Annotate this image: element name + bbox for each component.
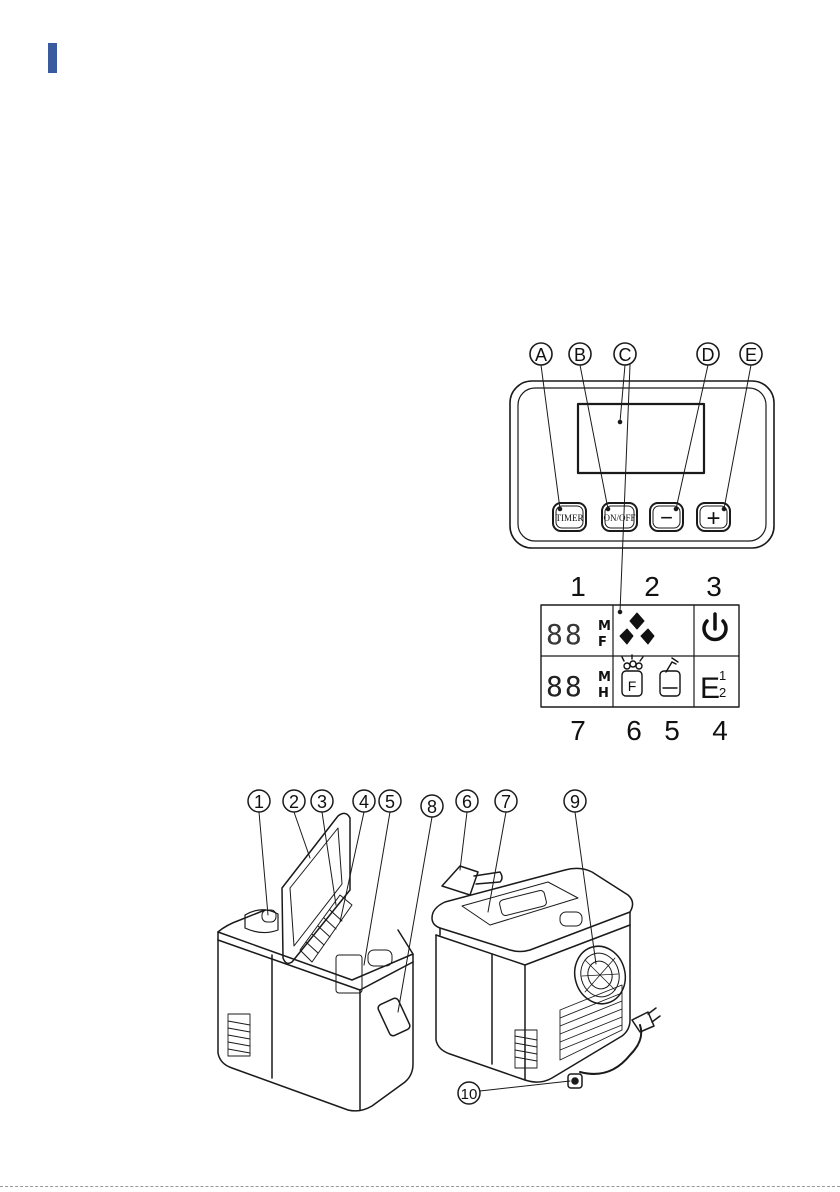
display-number-1: 1 bbox=[570, 571, 586, 602]
display-number-2: 2 bbox=[644, 571, 660, 602]
callout-d: D bbox=[702, 345, 715, 365]
lcd-display: 1 2 3 88 M F 88 M bbox=[541, 571, 739, 746]
left-side-handle bbox=[377, 997, 411, 1037]
callout-1: 1 bbox=[254, 792, 264, 812]
water-reservoir-port bbox=[368, 950, 392, 966]
closed-top-knob bbox=[560, 912, 582, 926]
ice-basket bbox=[336, 955, 362, 993]
callout-c: C bbox=[619, 345, 632, 365]
panel-outer-frame bbox=[510, 381, 774, 548]
plus-button-label: + bbox=[706, 505, 720, 532]
ice-maker-open-view: 1 2 3 4 5 8 bbox=[218, 790, 443, 1111]
unit-m-bottom: M bbox=[598, 670, 611, 685]
display-number-5: 5 bbox=[664, 715, 680, 746]
display-number-6: 6 bbox=[626, 715, 642, 746]
error-code-sub-1: 1 bbox=[719, 668, 726, 683]
error-code-letter: E bbox=[700, 672, 720, 705]
timer-digits: 88 bbox=[546, 618, 584, 651]
callout-3: 3 bbox=[317, 792, 327, 812]
display-number-4: 4 bbox=[712, 715, 728, 746]
closed-lid bbox=[432, 868, 633, 951]
ice-full-letter: F bbox=[628, 678, 637, 694]
left-vent-grille bbox=[228, 1014, 250, 1056]
control-panel: TIMER ON/OFF − + A B C D E bbox=[510, 343, 774, 614]
front-vent-grille bbox=[515, 1030, 537, 1068]
display-number-3: 3 bbox=[706, 571, 722, 602]
callout-8: 8 bbox=[427, 797, 437, 817]
page-bottom-dashed-rule bbox=[0, 1186, 840, 1187]
callout-6: 6 bbox=[462, 792, 472, 812]
ice-maker-closed-view: 6 7 9 10 bbox=[432, 790, 660, 1104]
unit-h: H bbox=[598, 686, 609, 701]
timer-digits-hours: 88 bbox=[546, 670, 584, 703]
open-lid bbox=[282, 813, 350, 963]
add-water-icon bbox=[660, 658, 680, 696]
callout-b: B bbox=[574, 345, 586, 365]
callout-9: 9 bbox=[570, 792, 580, 812]
panel-display-window bbox=[578, 404, 704, 473]
callout-4: 4 bbox=[359, 792, 369, 812]
power-icon bbox=[704, 614, 726, 640]
callout-10: 10 bbox=[461, 1086, 478, 1103]
callout-5: 5 bbox=[385, 792, 395, 812]
callout-7: 7 bbox=[501, 792, 511, 812]
right-vent-grille bbox=[560, 985, 622, 1060]
ice-cubes-icon bbox=[620, 613, 654, 644]
error-code-sub-2: 2 bbox=[719, 685, 726, 700]
callout-a: A bbox=[535, 345, 547, 365]
ice-scoop bbox=[442, 866, 502, 895]
timer-button-label: TIMER bbox=[556, 513, 584, 523]
unit-f: F bbox=[598, 635, 607, 650]
onoff-button-label: ON/OFF bbox=[603, 513, 635, 523]
callout-2: 2 bbox=[289, 792, 299, 812]
viewing-window bbox=[462, 882, 578, 925]
display-number-7: 7 bbox=[570, 715, 586, 746]
right-callouts: 6 7 9 10 bbox=[456, 790, 596, 1104]
minus-button-label: − bbox=[660, 505, 673, 530]
callout-e: E bbox=[745, 345, 757, 365]
unit-m-top: M bbox=[598, 619, 611, 634]
